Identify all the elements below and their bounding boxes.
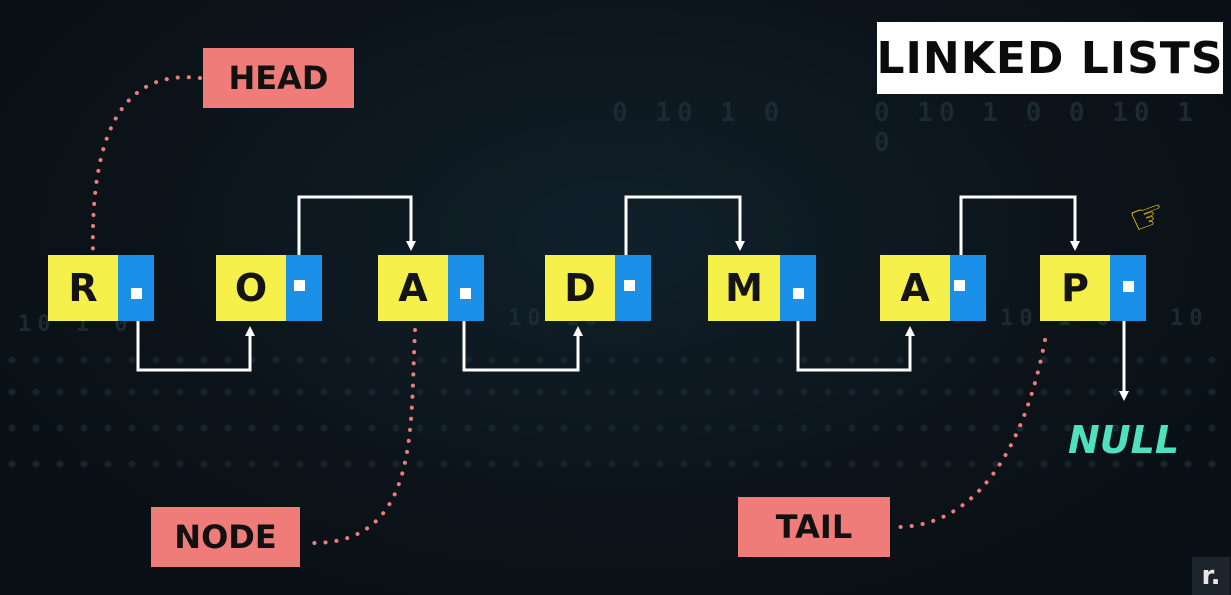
node-pointer-cell xyxy=(950,255,986,321)
node-data-cell: M xyxy=(708,255,780,321)
node-pointer-cell xyxy=(615,255,651,321)
node-label-text: NODE xyxy=(174,518,277,556)
background-binary: 0 10 1 0 0 10 1 0 xyxy=(874,98,1199,158)
next-pointer-arrow xyxy=(624,195,745,286)
head-dotted-link xyxy=(90,75,202,257)
background-dots xyxy=(0,352,1231,368)
node-pointer-cell xyxy=(286,255,322,321)
list-node: O xyxy=(216,255,322,321)
list-node: A xyxy=(378,255,484,321)
list-node: P xyxy=(1040,255,1146,321)
null-label: NULL xyxy=(1068,418,1180,462)
tail-label-text: TAIL xyxy=(775,508,853,546)
background-dots xyxy=(0,420,1231,436)
next-pointer-arrow xyxy=(959,195,1080,286)
node-data-cell: O xyxy=(216,255,286,321)
node-pointer-cell xyxy=(448,255,484,321)
head-label: HEAD xyxy=(203,48,354,108)
pointer-dot xyxy=(954,280,965,291)
next-pointer-arrow xyxy=(297,195,416,286)
list-node: R xyxy=(48,255,154,321)
channel-logo-icon: r. xyxy=(1192,557,1230,595)
node-data-cell: A xyxy=(880,255,950,321)
tail-dotted-link xyxy=(890,338,1047,530)
node-data-cell: A xyxy=(378,255,448,321)
node-data-cell: P xyxy=(1040,255,1110,321)
node-data-cell: D xyxy=(545,255,615,321)
pointer-dot xyxy=(131,288,142,299)
node-data-cell: R xyxy=(48,255,118,321)
next-pointer-arrow xyxy=(462,297,583,372)
head-label-text: HEAD xyxy=(228,59,329,97)
pointer-dot xyxy=(460,288,471,299)
list-node: D xyxy=(545,255,651,321)
node-pointer-cell xyxy=(780,255,816,321)
next-pointer-arrow xyxy=(136,297,255,372)
pointer-dot xyxy=(294,280,305,291)
node-dotted-link xyxy=(308,328,417,546)
node-pointer-cell xyxy=(1110,255,1146,321)
list-node: M xyxy=(708,255,816,321)
pointer-dot xyxy=(624,280,635,291)
pointer-dot xyxy=(1123,281,1134,292)
list-node: A xyxy=(880,255,986,321)
background-dots xyxy=(0,384,1231,400)
pointer-dot xyxy=(793,288,804,299)
next-pointer-arrow xyxy=(796,297,915,372)
background-binary: 0 10 1 0 xyxy=(612,98,786,128)
page-title: LINKED LISTS xyxy=(876,32,1224,84)
node-pointer-cell xyxy=(118,255,154,321)
node-label: NODE xyxy=(151,507,300,567)
background-binary: 10 xyxy=(1170,306,1209,331)
tail-label: TAIL xyxy=(738,497,890,557)
background-dots xyxy=(0,456,1231,472)
title-banner: LINKED LISTS xyxy=(876,22,1224,94)
